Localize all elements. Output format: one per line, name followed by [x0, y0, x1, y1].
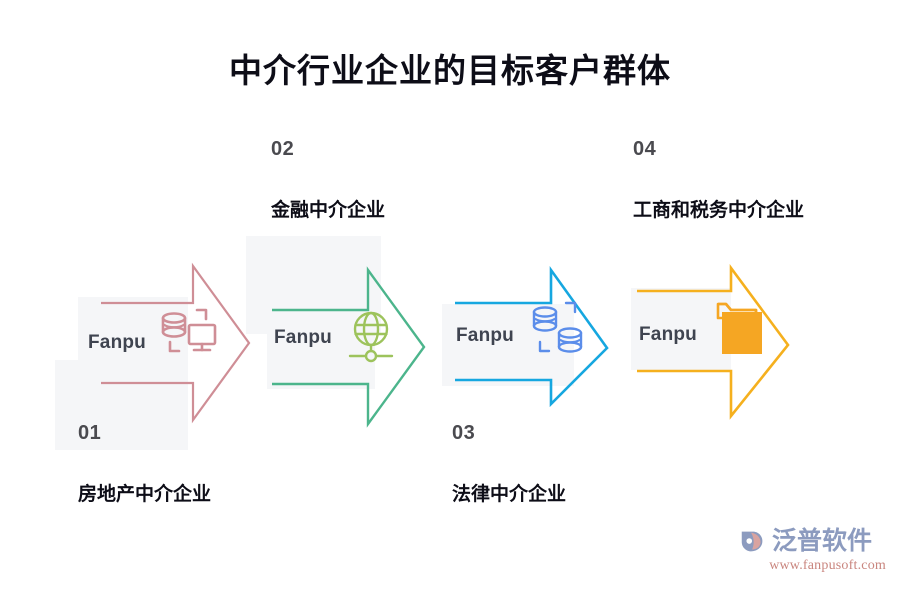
- step-number-2: 02: [271, 138, 295, 160]
- brand-label-step-4: Fanpu: [639, 324, 697, 345]
- panel-step-1-lower: [55, 360, 188, 450]
- brand-label-step-1: Fanpu: [88, 332, 146, 353]
- page-title: 中介行业企业的目标客户群体: [229, 52, 671, 89]
- fanpu-logo-icon: [741, 531, 763, 552]
- step-label-3: 法律中介企业: [452, 484, 567, 505]
- step-label-1: 房地产中介企业: [78, 484, 212, 505]
- brand-label-step-2: Fanpu: [274, 327, 332, 348]
- step-number-1: 01: [78, 422, 102, 444]
- watermark-brand: 泛普软件: [772, 526, 873, 555]
- watermark-url: www.fanpusoft.com: [769, 558, 886, 573]
- watermark: 泛普软件 www.fanpusoft.com: [738, 526, 886, 584]
- step-label-2: 金融中介企业: [271, 200, 386, 221]
- step-number-4: 04: [633, 138, 657, 160]
- step-label-4: 工商和税务中介企业: [633, 200, 805, 221]
- brand-label-step-3: Fanpu: [456, 325, 514, 346]
- step-number-3: 03: [452, 422, 476, 444]
